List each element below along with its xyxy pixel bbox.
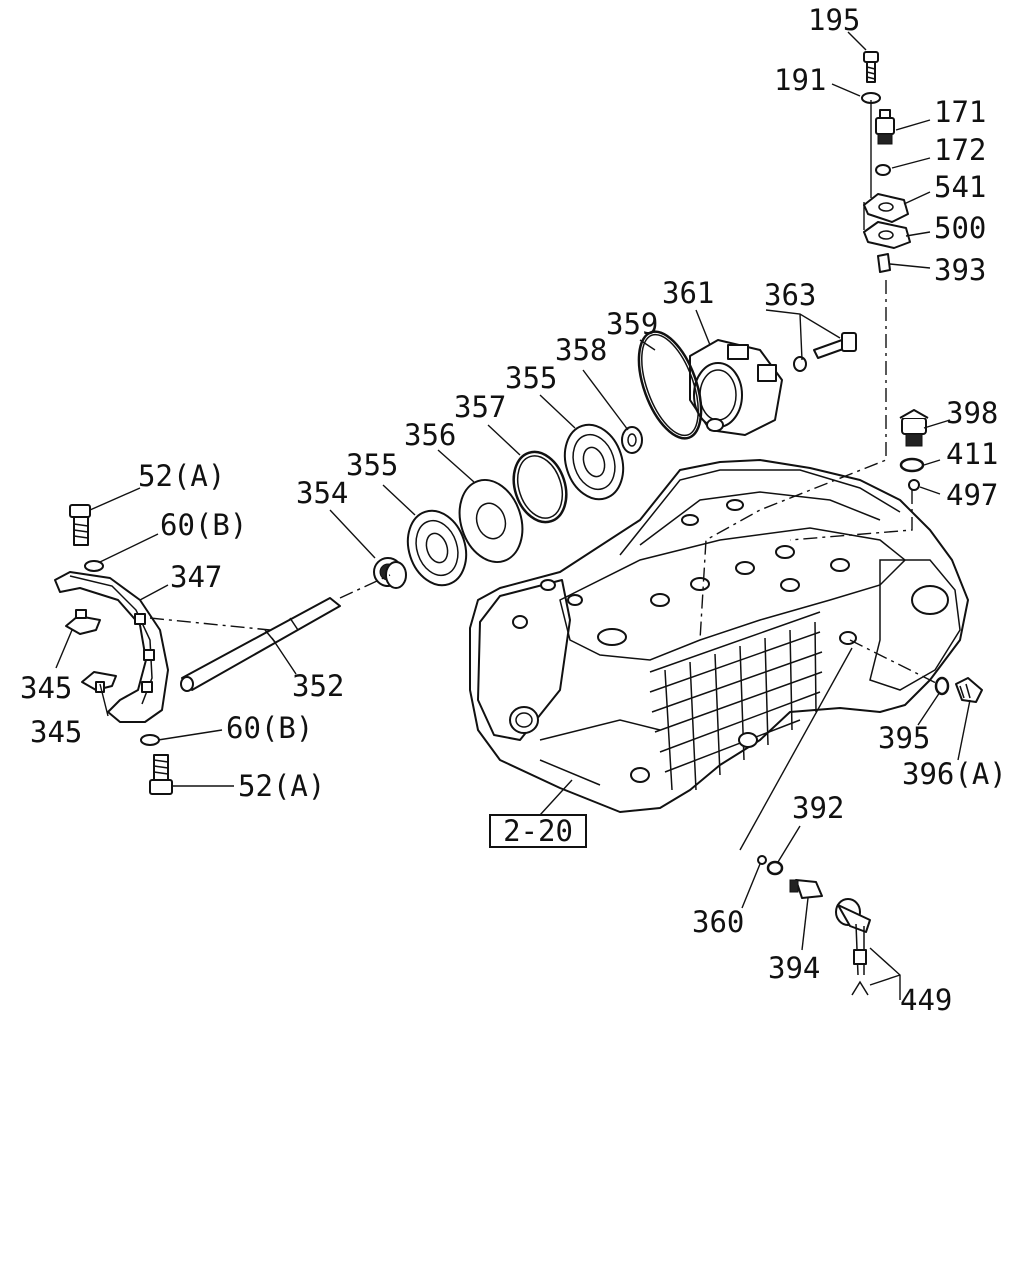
leader-lines bbox=[55, 31, 971, 1000]
callout-345-upper: 345 bbox=[20, 671, 72, 705]
callout-355-upper: 355 bbox=[505, 361, 557, 395]
callout-352: 352 bbox=[292, 669, 344, 703]
callout-171: 171 bbox=[934, 95, 986, 129]
callout-497: 497 bbox=[946, 478, 998, 512]
callout-195: 195 bbox=[808, 3, 860, 37]
sensor-171 bbox=[875, 109, 895, 145]
callout-541: 541 bbox=[934, 170, 986, 204]
callout-355-lower: 355 bbox=[346, 448, 398, 482]
o-ring-395 bbox=[934, 676, 950, 696]
pin-393 bbox=[877, 253, 891, 273]
callout-392: 392 bbox=[792, 791, 844, 825]
callout-395: 395 bbox=[878, 721, 930, 755]
reference-box[interactable]: 2-20 bbox=[489, 814, 587, 848]
transmission-case bbox=[469, 459, 969, 813]
callout-60b-top: 60(B) bbox=[160, 508, 247, 542]
shoe-345-lower bbox=[81, 671, 117, 693]
plate-541 bbox=[863, 193, 909, 223]
o-ring-359 bbox=[637, 330, 703, 440]
seal-355-upper bbox=[563, 423, 625, 501]
switch-398 bbox=[899, 409, 929, 447]
housing-361 bbox=[689, 339, 783, 436]
callout-394: 394 bbox=[768, 951, 820, 985]
fork-347 bbox=[54, 571, 169, 723]
washer-60b-bottom bbox=[140, 734, 160, 746]
reference-box-label: 2-20 bbox=[503, 814, 573, 848]
callout-347: 347 bbox=[170, 560, 222, 594]
o-ring-411 bbox=[899, 457, 925, 473]
harness-449 bbox=[835, 898, 871, 996]
callout-393: 393 bbox=[934, 253, 986, 287]
callout-labels: 195 191 171 172 541 500 393 361 363 359 … bbox=[20, 3, 1007, 1017]
callout-500: 500 bbox=[934, 211, 986, 245]
callout-60b-bottom: 60(B) bbox=[226, 711, 313, 745]
shaft-352 bbox=[180, 597, 341, 692]
ball-360 bbox=[757, 855, 767, 865]
callout-363: 363 bbox=[764, 278, 816, 312]
callout-358: 358 bbox=[555, 333, 607, 367]
callout-345-lower: 345 bbox=[30, 715, 82, 749]
callout-360: 360 bbox=[692, 905, 744, 939]
snap-ring-357 bbox=[512, 450, 568, 524]
callout-359: 359 bbox=[606, 307, 658, 341]
bushing-354 bbox=[373, 557, 407, 589]
callout-449: 449 bbox=[900, 983, 952, 1017]
o-ring-392 bbox=[766, 860, 784, 876]
washer-60b-top bbox=[84, 560, 104, 572]
bolt-52a-top bbox=[69, 504, 91, 546]
callout-398: 398 bbox=[946, 396, 998, 430]
seal-355-lower bbox=[406, 509, 468, 587]
callout-354: 354 bbox=[296, 476, 348, 510]
callout-52a-bottom: 52(A) bbox=[238, 769, 325, 803]
bolt-363 bbox=[793, 332, 857, 372]
nut-358 bbox=[621, 426, 643, 454]
o-ring-172 bbox=[875, 164, 891, 176]
ball-497 bbox=[908, 479, 920, 491]
callout-411: 411 bbox=[946, 437, 998, 471]
shoe-345-upper bbox=[65, 609, 101, 635]
sensor-394 bbox=[789, 879, 823, 899]
callout-361: 361 bbox=[662, 276, 714, 310]
bolt-52a-bottom bbox=[149, 754, 173, 795]
callout-52a-top: 52(A) bbox=[138, 459, 225, 493]
callout-356: 356 bbox=[404, 418, 456, 452]
callout-191: 191 bbox=[774, 63, 826, 97]
callout-396a: 396(A) bbox=[902, 757, 1007, 791]
bolt-195 bbox=[863, 51, 879, 83]
plug-396a bbox=[955, 677, 983, 703]
gasket-500 bbox=[863, 221, 911, 249]
callout-357: 357 bbox=[454, 390, 506, 424]
disc-356 bbox=[458, 478, 524, 564]
callout-172: 172 bbox=[934, 133, 986, 167]
